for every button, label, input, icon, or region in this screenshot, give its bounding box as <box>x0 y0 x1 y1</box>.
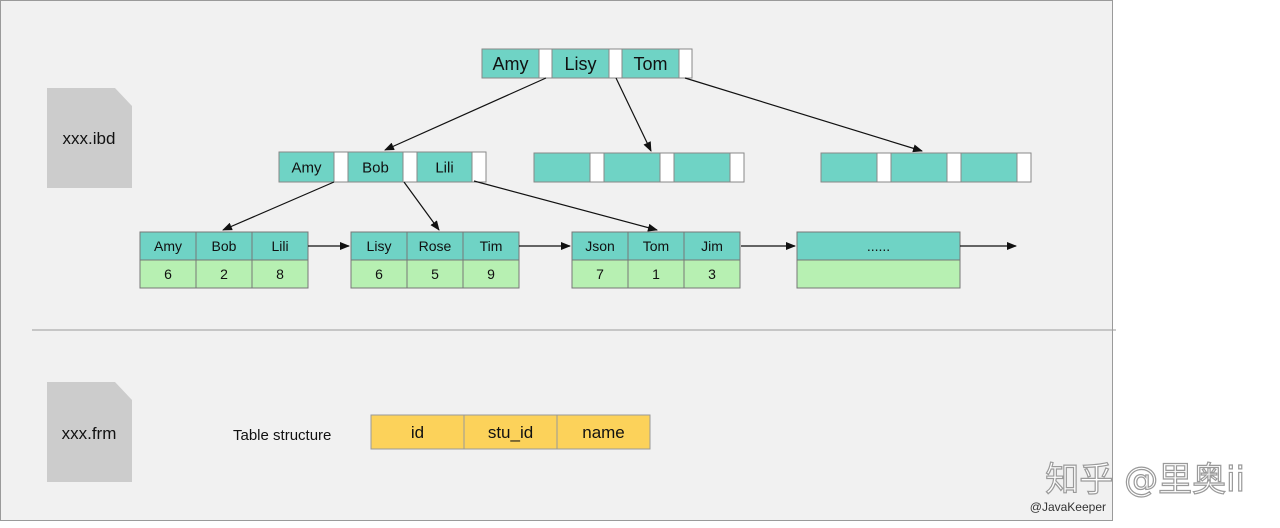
pointer-cell <box>471 151 487 183</box>
internal-node-3 <box>820 152 1032 183</box>
leaf-value-cell <box>796 259 961 289</box>
pointer-cell <box>678 48 693 79</box>
key-cell <box>533 152 591 183</box>
leaf-key-label: Jim <box>701 238 723 254</box>
ibd-file-icon: xxx.ibd <box>47 88 132 188</box>
table-structure: id stu_id name <box>370 414 651 450</box>
leaf-node-4: ...... <box>796 231 961 289</box>
pointer-cell <box>333 151 349 183</box>
leaf-key-label: Json <box>585 238 615 254</box>
leaf-key-cell <box>195 231 253 261</box>
arrow-root-to-node3 <box>684 77 923 153</box>
leaf-value-label: 6 <box>164 266 172 282</box>
ibd-file-label: xxx.ibd <box>63 129 116 148</box>
key-label: Tom <box>633 54 667 74</box>
leaf-value-cell <box>406 259 464 289</box>
key-label: Lisy <box>564 54 596 74</box>
leaf-key-label: Rose <box>419 238 452 254</box>
leaf-value-label: 3 <box>708 266 716 282</box>
leaf-key-cell <box>251 231 309 261</box>
frm-file-icon: xxx.frm <box>47 382 132 482</box>
internal-node-1: Amy Bob Lili <box>278 151 487 183</box>
table-structure-label: Table structure <box>233 427 331 444</box>
internal-node-2 <box>533 152 745 183</box>
leaf-value-cell <box>350 259 408 289</box>
key-label: Lili <box>435 159 453 176</box>
key-cell <box>673 152 731 183</box>
arrow-node1-to-leaf3 <box>473 180 658 232</box>
key-cell <box>621 48 680 79</box>
column-cell <box>556 414 651 450</box>
watermark-javakeeper: @JavaKeeper <box>1030 500 1106 514</box>
leaf-key-label: Tom <box>643 238 669 254</box>
leaf-key-cell <box>139 231 197 261</box>
leaf-key-label: ...... <box>867 238 890 254</box>
leaf-key-cell <box>796 231 961 261</box>
leaf-value-cell <box>139 259 197 289</box>
key-cell <box>278 151 335 183</box>
watermark-zhihu: 知乎 @里奥ii <box>1045 460 1245 500</box>
column-cell <box>463 414 558 450</box>
column-label: name <box>582 423 625 442</box>
leaf-key-label: Tim <box>480 238 503 254</box>
key-cell <box>603 152 661 183</box>
leaf-value-label: 5 <box>431 266 439 282</box>
leaf-key-label: Amy <box>154 238 182 254</box>
key-cell <box>416 151 473 183</box>
pointer-cell <box>946 152 962 183</box>
key-label: Amy <box>493 54 529 74</box>
pointer-cell <box>402 151 418 183</box>
arrow-node1-to-leaf1 <box>222 181 335 231</box>
arrow-node1-to-leaf2 <box>403 181 440 231</box>
leaf-node-3: Json 7 Tom 1 Jim 3 <box>571 231 741 289</box>
key-cell <box>890 152 948 183</box>
leaf-value-label: 2 <box>220 266 228 282</box>
pointer-cell <box>1016 152 1032 183</box>
column-label: id <box>411 423 424 442</box>
frm-file-label: xxx.frm <box>62 424 117 443</box>
pointer-cell <box>876 152 892 183</box>
key-cell <box>960 152 1018 183</box>
leaf-value-cell <box>251 259 309 289</box>
leaf-node-1: Amy 6 Bob 2 Lili 8 <box>139 231 309 289</box>
key-label: Amy <box>292 159 323 176</box>
leaf-node-2: Lisy 6 Rose 5 Tim 9 <box>350 231 520 289</box>
key-label: Bob <box>362 159 389 176</box>
column-label: stu_id <box>488 423 533 442</box>
leaf-value-cell <box>571 259 629 289</box>
pointer-cell <box>608 48 623 79</box>
arrow-root-to-node2 <box>615 77 652 152</box>
root-node: Amy Lisy Tom <box>481 48 693 79</box>
key-cell <box>551 48 610 79</box>
key-cell <box>820 152 878 183</box>
column-cell <box>370 414 465 450</box>
leaf-key-cell <box>350 231 408 261</box>
leaf-value-cell <box>462 259 520 289</box>
leaf-value-cell <box>683 259 741 289</box>
pointer-cell <box>729 152 745 183</box>
leaf-value-label: 6 <box>375 266 383 282</box>
leaf-key-label: Lisy <box>367 238 392 254</box>
leaf-value-label: 9 <box>487 266 495 282</box>
key-cell <box>481 48 540 79</box>
pointer-cell <box>589 152 605 183</box>
arrow-root-to-node1 <box>384 77 547 151</box>
leaf-value-label: 7 <box>596 266 604 282</box>
leaf-key-cell <box>683 231 741 261</box>
leaf-value-label: 1 <box>652 266 660 282</box>
pointer-cell <box>538 48 553 79</box>
leaf-value-label: 8 <box>276 266 284 282</box>
pointer-cell <box>659 152 675 183</box>
leaf-key-label: Lili <box>271 238 288 254</box>
leaf-key-label: Bob <box>212 238 237 254</box>
